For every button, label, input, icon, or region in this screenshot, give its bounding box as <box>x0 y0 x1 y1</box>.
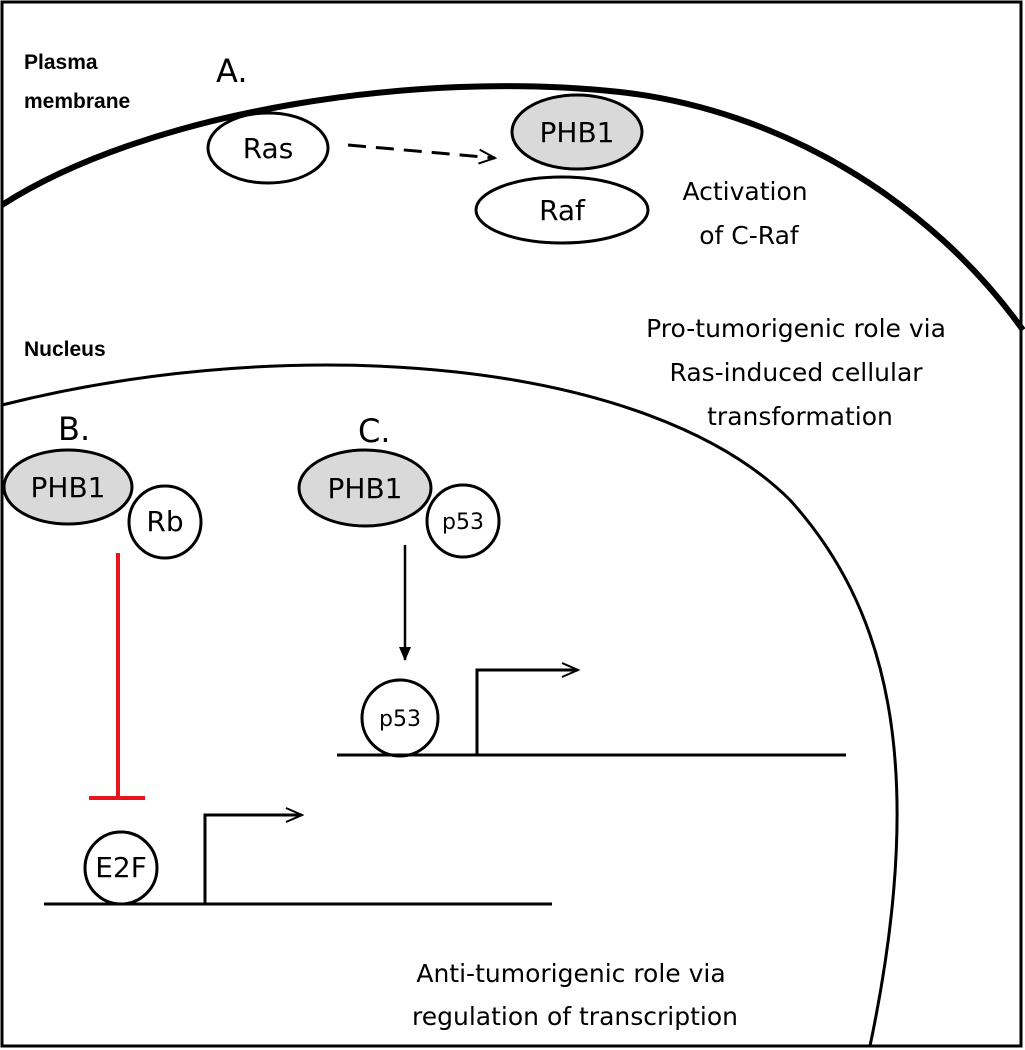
rb-molecule: Rb <box>127 484 203 560</box>
plasma-membrane-label-line1: Plasma <box>24 51 98 74</box>
e2f-molecule: E2F <box>83 830 159 906</box>
p53-label-complex: p53 <box>442 510 484 535</box>
ras-to-phb1-dashed-arrow <box>347 143 495 158</box>
nucleus-label: Nucleus <box>24 338 106 361</box>
p53-molecule-bound: p53 <box>360 678 440 758</box>
ras-label: Ras <box>243 132 294 165</box>
panel-b-label: B. <box>58 410 90 448</box>
pro-line3: transformation <box>707 402 893 431</box>
plasma-membrane-label: Plasma membrane <box>24 51 130 113</box>
activation-line1: Activation <box>682 177 807 206</box>
anti-tumorigenic-annotation: Anti-tumorigenic role via regulation of … <box>412 959 738 1031</box>
anti-line2: regulation of transcription <box>412 1002 738 1031</box>
phb1-molecule-p53: PHB1 <box>297 448 433 528</box>
anti-line1: Anti-tumorigenic role via <box>416 959 725 988</box>
transcription-start-arrow-p53 <box>475 670 578 755</box>
e2f-label: E2F <box>95 851 147 884</box>
phb1-molecule-membrane: PHB1 <box>510 93 644 171</box>
phb1-label-p53: PHB1 <box>328 472 403 505</box>
plasma-membrane-curve <box>0 83 1025 332</box>
activation-annotation: Activation of C-Raf <box>682 177 815 250</box>
activation-line2: of C-Raf <box>699 221 800 250</box>
raf-molecule: Raf <box>474 175 650 245</box>
nucleus-boundary-curve <box>1 363 899 1047</box>
transcription-start-arrow-e2f <box>203 815 302 904</box>
raf-label: Raf <box>539 194 586 227</box>
panel-a-label: A. <box>216 52 248 90</box>
pro-line2: Ras-induced cellular <box>670 358 924 387</box>
p53-molecule-complex: p53 <box>425 483 501 559</box>
p53-label-bound: p53 <box>379 707 421 732</box>
pro-line1: Pro-tumorigenic role via <box>646 314 946 343</box>
phb1-label-membrane: PHB1 <box>540 116 615 149</box>
panel-c-label: C. <box>358 412 391 450</box>
plasma-membrane-label-line2: membrane <box>24 90 130 113</box>
phb1-molecule-rb: PHB1 <box>2 448 134 526</box>
pro-tumorigenic-annotation: Pro-tumorigenic role via Ras-induced cel… <box>646 314 954 431</box>
ras-molecule: Ras <box>206 111 330 185</box>
rb-label: Rb <box>146 505 183 538</box>
phb1-label-rb: PHB1 <box>31 471 106 504</box>
